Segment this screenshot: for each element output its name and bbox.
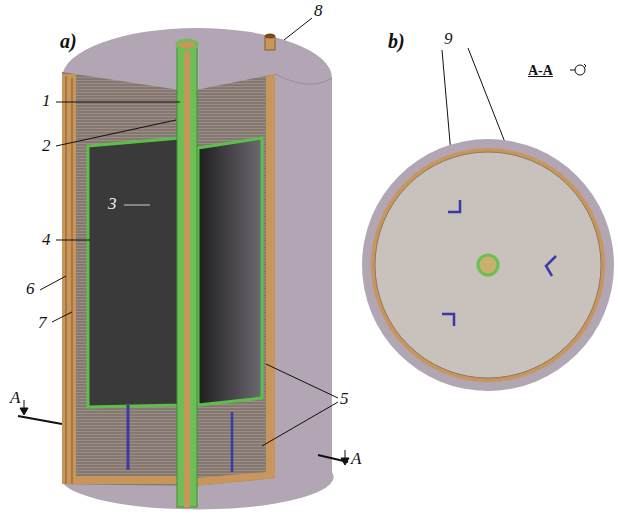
callout-number: 8 [314,2,323,20]
section-outer [362,139,614,391]
section-core [375,152,601,378]
section-label: A-A [528,62,553,80]
central-tube [177,45,197,507]
callout-number: 6 [26,280,35,298]
callout-number: 9 [444,30,453,48]
rod-section [442,200,556,326]
core-left [88,138,180,407]
callout-number: 5 [340,390,349,408]
callout-number: 1 [42,92,51,110]
core-right [198,138,262,405]
rod [231,412,234,472]
callout-number: A [10,389,20,407]
section-tube [478,255,498,275]
rod [127,405,130,470]
callout-number: 3 [108,195,117,213]
top-edge [275,74,332,84]
winding-left [62,72,180,486]
figure-letter: b) [388,30,405,52]
housing [62,28,334,509]
callout-number: 2 [42,137,51,155]
winding-right [196,74,275,486]
outer-wall [62,74,76,484]
callout-number: 7 [38,314,47,332]
figure-letter: a) [60,30,77,52]
callout-number: 4 [42,231,51,249]
rotation-symbol [575,65,585,75]
callout-number: A [351,450,361,468]
